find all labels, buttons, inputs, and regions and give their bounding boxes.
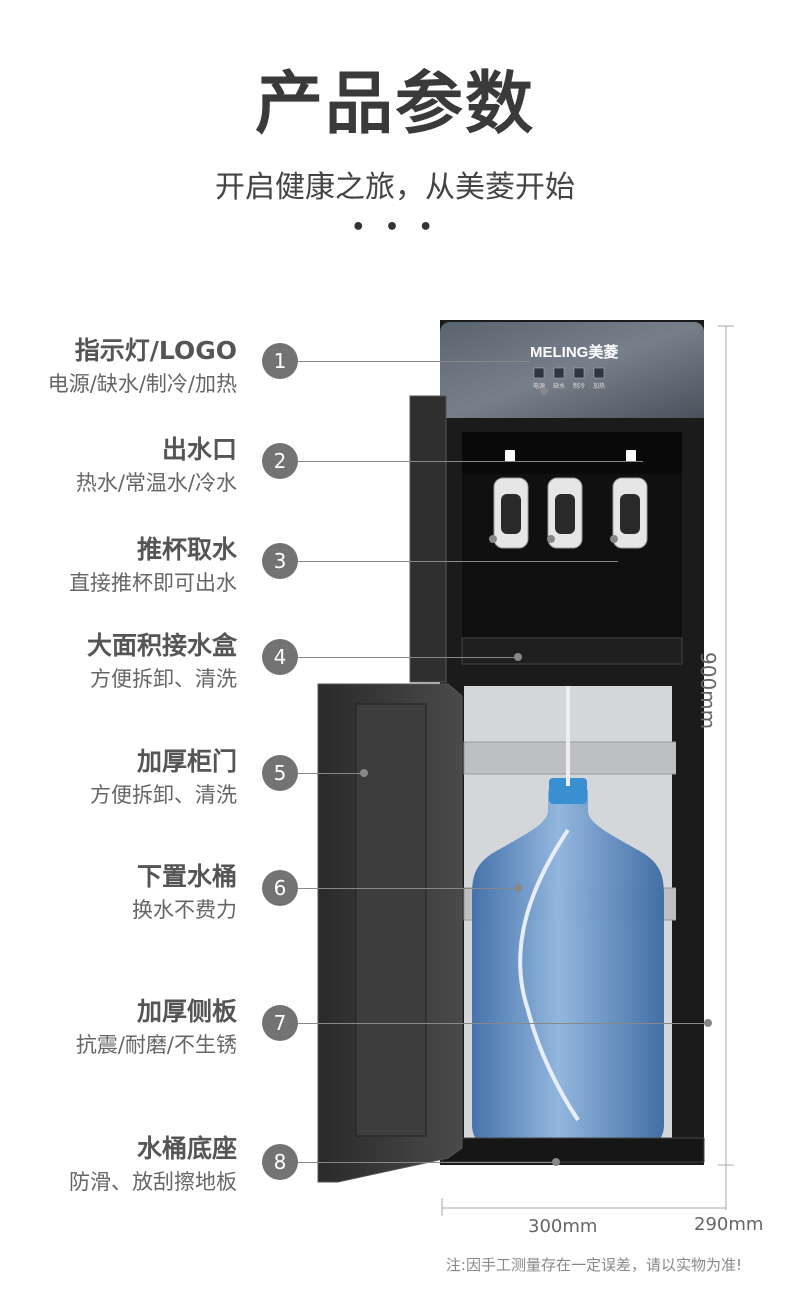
feature-name: 指示灯/LOGO	[74, 336, 237, 365]
feature-name: 加厚柜门	[136, 747, 237, 776]
feature-number-1: 1	[262, 343, 298, 379]
feature-bottle-base: 水桶底座 防滑、放刮擦地板	[69, 1132, 237, 1198]
bottle-cap	[549, 778, 587, 804]
child-lock-icon	[626, 450, 636, 462]
feature-desc: 方便拆卸、清洗	[90, 783, 237, 807]
divider-dots: • • •	[351, 215, 439, 240]
feature-outlet: 出水口 热水/常温水/冷水	[76, 433, 237, 499]
indicator-cool-icon	[573, 367, 585, 379]
indicator-heat-icon	[593, 367, 605, 379]
side-panel	[676, 686, 704, 1156]
page-subtitle: 开启健康之旅，从美菱开始	[215, 170, 575, 205]
panel-label-lowwater: 缺水	[553, 382, 565, 390]
indicator-power-icon	[533, 367, 545, 379]
feature-number-5: 5	[262, 755, 298, 791]
feature-number-8: 8	[262, 1144, 298, 1180]
control-panel	[440, 322, 704, 418]
feature-indicator-logo: 指示灯/LOGO 电源/缺水/制冷/加热	[48, 334, 237, 400]
brand-logo: MELING美菱	[530, 343, 618, 361]
feature-door: 加厚柜门 方便拆卸、清洗	[90, 745, 237, 811]
page-title: 产品参数	[254, 65, 535, 144]
feature-desc: 换水不费力	[132, 898, 237, 922]
feature-name: 大面积接水盒	[86, 631, 237, 660]
feature-desc: 防滑、放刮擦地板	[69, 1170, 237, 1194]
feature-number-2: 2	[262, 443, 298, 479]
feature-name: 出水口	[161, 435, 237, 464]
feature-name: 下置水桶	[136, 862, 237, 891]
feature-number-7: 7	[262, 1005, 298, 1041]
shelf-rail-upper	[463, 741, 683, 775]
feature-number-4: 4	[262, 639, 298, 675]
bottle-base	[441, 1137, 705, 1163]
feature-number-6: 6	[262, 870, 298, 906]
water-bottle	[472, 790, 664, 1157]
feature-bottom-bottle: 下置水桶 换水不费力	[132, 860, 237, 926]
dimension-width: 300mm	[528, 1216, 598, 1237]
feature-name: 推杯取水	[136, 535, 237, 564]
feature-side-panel: 加厚侧板 抗震/耐磨/不生锈	[76, 995, 237, 1061]
lower-door-panel	[355, 703, 427, 1137]
feature-drip-tray: 大面积接水盒 方便拆卸、清洗	[87, 629, 237, 695]
feature-desc: 直接推杯即可出水	[69, 571, 237, 595]
panel-label-power: 电源	[533, 382, 545, 390]
feature-name: 加厚侧板	[136, 997, 237, 1026]
feature-name: 水桶底座	[136, 1134, 237, 1163]
panel-label-heat: 加热	[593, 382, 605, 390]
feature-number-3: 3	[262, 543, 298, 579]
dimension-depth: 290mm	[694, 1214, 764, 1235]
feature-push-cup: 推杯取水 直接推杯即可出水	[69, 533, 237, 599]
feature-desc: 热水/常温水/冷水	[75, 471, 237, 495]
dimension-height: 900mm	[696, 652, 720, 730]
feature-desc: 抗震/耐磨/不生锈	[75, 1033, 237, 1057]
hot-water-icon	[505, 450, 515, 462]
measurement-note: 注:因手工测量存在一定误差，请以实物为准!	[445, 1256, 742, 1274]
feature-desc: 电源/缺水/制冷/加热	[47, 372, 237, 396]
drip-tray	[461, 637, 683, 665]
panel-label-cool: 制冷	[573, 382, 585, 390]
feature-desc: 方便拆卸、清洗	[90, 667, 237, 691]
upper-door	[409, 395, 447, 683]
indicator-lowwater-icon	[553, 367, 565, 379]
